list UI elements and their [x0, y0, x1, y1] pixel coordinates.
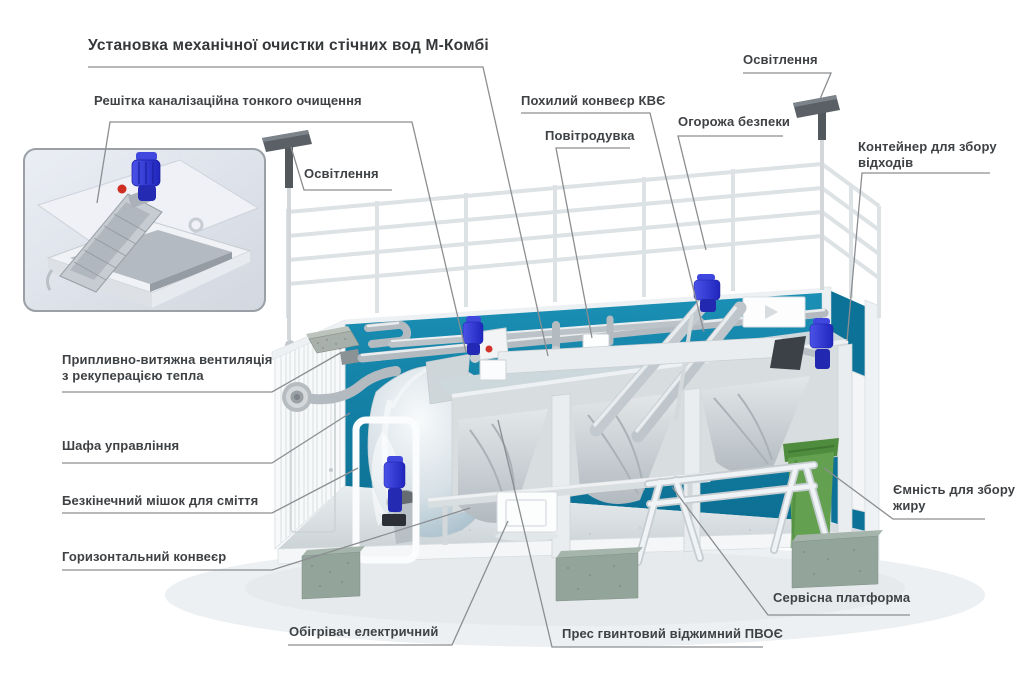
ventilation-unit — [306, 326, 360, 365]
leader-konteiner — [846, 172, 990, 342]
right-pump-motors — [809, 318, 834, 369]
label-safety-fence: Огорожа безпеки — [678, 114, 791, 129]
label-service-platform: Сервісна платформа — [773, 590, 911, 605]
lifting-eyelet — [188, 217, 204, 233]
label-screw-press: Прес гвинтовий віджимний ПВОЄ — [562, 626, 783, 641]
lamp-left — [262, 130, 312, 340]
inset-red-knob — [117, 184, 127, 194]
service-platform — [634, 461, 832, 566]
conveyor-motor — [693, 279, 721, 301]
screen-lattice — [73, 213, 147, 281]
leader-osvitlennia-left — [290, 146, 392, 191]
leader-reshitka — [96, 121, 467, 353]
leader-pres — [497, 419, 763, 648]
discharge-funnel — [770, 336, 806, 370]
endless-bag-unit — [352, 416, 420, 564]
label-fine-screen: Решітка каналізаційна тонкого очищення — [94, 93, 362, 108]
leader-pryplyvno — [62, 351, 343, 393]
label-horizontal-conveyor: Горизонтальний конвеєр — [62, 549, 227, 564]
leader-osvitlennia-right — [743, 72, 832, 100]
electric-heater — [495, 491, 559, 541]
label-waste-container: Контейнер для збору відходів — [858, 139, 997, 170]
label-ventilation: Припливно-витяжна вентиляція з рекуперац… — [62, 352, 273, 383]
screen-motor — [462, 321, 484, 345]
bag-frame — [352, 416, 420, 564]
press-drive — [479, 359, 507, 381]
leader-ohorozha — [677, 135, 783, 251]
door-handle — [329, 468, 333, 472]
red-valve — [485, 345, 493, 353]
corner-post-front-right — [864, 299, 880, 561]
leader-bezkinechnyi — [62, 467, 359, 514]
leader-lines — [62, 66, 990, 648]
block-left — [301, 546, 365, 600]
leader-iemnist — [823, 467, 985, 520]
block-center — [555, 547, 643, 602]
label-grease-tank: Ємність для збору жиру — [893, 482, 1016, 513]
label-control-cabinet: Шафа управління — [62, 438, 180, 453]
label-air-blower: Повітродувка — [545, 128, 635, 143]
bag-pump-motor — [383, 461, 406, 489]
block-right — [791, 530, 883, 589]
label-inclined-conveyor: Похилий конвеєр КВЄ — [521, 93, 666, 108]
leader-servisna — [671, 486, 910, 616]
hopper-v3 — [700, 376, 810, 475]
page-title: Установка механічної очистки стічних вод… — [88, 37, 489, 54]
concrete-blocks — [301, 530, 883, 602]
label-lighting-left: Освітлення — [304, 166, 379, 181]
label-endless-bag: Безкінечний мішок для сміття — [62, 493, 259, 508]
leader-pokhylyi — [521, 112, 705, 333]
screw-press — [479, 336, 825, 381]
label-electric-heater: Обігрівач електричний — [289, 624, 439, 639]
leader-title — [88, 66, 549, 357]
leader-horyzontalnyi — [62, 507, 471, 571]
label-lighting-right: Освітлення — [743, 52, 818, 67]
leader-obihrivach — [288, 520, 509, 646]
inset-detail-panel — [23, 148, 266, 312]
wall-electrical-panel — [742, 296, 806, 328]
leader-shafa — [62, 412, 351, 464]
lamp-right — [793, 95, 840, 290]
leader-povitroduvka — [555, 147, 630, 339]
